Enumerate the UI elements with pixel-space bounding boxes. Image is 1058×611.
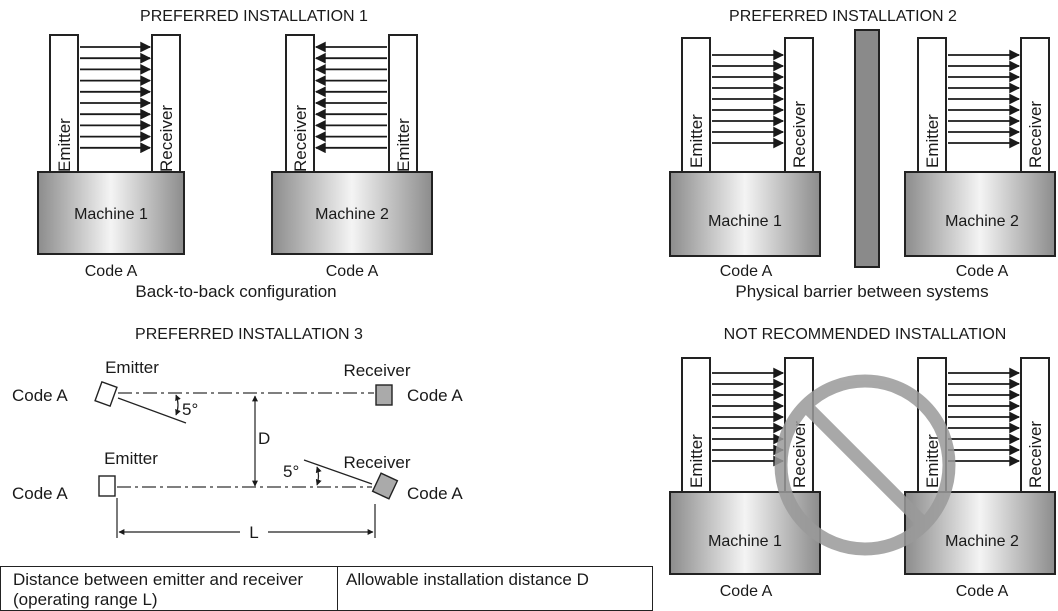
nr-left-emitter-label: Emitter <box>687 434 706 488</box>
installation-2: PREFERRED INSTALLATION 2 Emitter Receive… <box>669 8 1056 301</box>
table-header-row: Distance between emitter and receiver (o… <box>0 566 653 611</box>
inst2-right-emitter-label: Emitter <box>923 114 942 168</box>
inst3-bottom-emitter-box <box>98 475 116 497</box>
inst3-bottom-receiver-code: Code A <box>407 484 463 503</box>
inst2-left-emitter-label: Emitter <box>687 114 706 168</box>
inst3-top-emitter-label: Emitter <box>105 358 159 377</box>
inst2-right-beams <box>948 49 1021 149</box>
inst3-top-angle-arc <box>175 394 181 416</box>
inst1-right-code: Code A <box>326 263 379 280</box>
inst3-top-angle-label: 5° <box>182 400 198 419</box>
inst3-distance-d-label: D <box>258 429 270 448</box>
inst1-machine-1 <box>37 171 185 255</box>
installation-3-title: PREFERRED INSTALLATION 3 <box>135 326 363 343</box>
nr-machine-2-label: Machine 2 <box>945 533 1019 550</box>
inst3-bottom-receiver-box <box>371 472 399 500</box>
nr-right-code: Code A <box>956 583 1009 600</box>
inst3-bottom-angle-label: 5° <box>283 462 299 481</box>
inst1-left-receiver-label: Receiver <box>157 105 176 172</box>
inst2-left-receiver-bar <box>784 37 814 174</box>
nr-right-beams <box>948 367 1021 467</box>
inst1-left-emitter-label: Emitter <box>55 118 74 172</box>
inst3-top-receiver-box <box>375 384 393 406</box>
inst1-machine-2-label: Machine 2 <box>315 206 389 223</box>
inst2-left-beams <box>712 49 785 149</box>
inst1-machine-2 <box>271 171 433 255</box>
physical-barrier <box>854 29 880 268</box>
nr-left-receiver-label: Receiver <box>790 421 809 488</box>
installation-1-title: PREFERRED INSTALLATION 1 <box>140 8 368 25</box>
installation-1: PREFERRED INSTALLATION 1 Emitter Receive… <box>37 8 433 301</box>
inst3-bottom-tilted-beam <box>303 459 373 485</box>
inst3-top-receiver-label: Receiver <box>343 361 410 380</box>
inst3-top-emitter-code: Code A <box>12 386 68 405</box>
table-header-operating-range: Distance between emitter and receiver (o… <box>0 566 338 611</box>
not-recommended-installation: NOT RECOMMENDED INSTALLATION Emitter Rec… <box>669 326 1056 600</box>
inst1-right-receiver-bar <box>285 34 315 174</box>
inst3-distance-l-label: L <box>249 523 258 542</box>
nr-right-emitter-label: Emitter <box>923 434 942 488</box>
inst2-left-emitter-bar <box>681 37 711 174</box>
installation-2-caption: Physical barrier between systems <box>735 282 988 301</box>
inst3-top-receiver-code: Code A <box>407 386 463 405</box>
nr-left-code: Code A <box>720 583 773 600</box>
inst2-machine-2 <box>904 171 1056 257</box>
inst3-top-tilted-beam <box>117 397 187 424</box>
inst2-machine-2-label: Machine 2 <box>945 213 1019 230</box>
inst2-left-code: Code A <box>720 263 773 280</box>
inst1-machine-1-label: Machine 1 <box>74 206 148 223</box>
inst2-machine-1 <box>669 171 821 257</box>
installation-1-caption: Back-to-back configuration <box>135 282 336 301</box>
table-header-installation-distance: Allowable installation distance D <box>337 566 653 611</box>
inst3-top-emitter-box <box>94 380 118 408</box>
installation-3: PREFERRED INSTALLATION 3 Emitter Code A … <box>12 326 463 542</box>
inst3-bottom-emitter-label: Emitter <box>104 449 158 468</box>
inst2-right-receiver-bar <box>1020 37 1050 174</box>
nr-machine-1-label: Machine 1 <box>708 533 782 550</box>
not-recommended-title: NOT RECOMMENDED INSTALLATION <box>724 326 1007 343</box>
prohibition-icon <box>774 374 956 556</box>
distance-table: Distance between emitter and receiver (o… <box>0 566 653 611</box>
inst3-bottom-receiver-label: Receiver <box>343 453 410 472</box>
inst2-left-receiver-label: Receiver <box>790 101 809 168</box>
inst1-right-beams <box>314 41 387 154</box>
inst1-right-emitter-label: Emitter <box>394 118 413 172</box>
installation-2-title: PREFERRED INSTALLATION 2 <box>729 8 957 25</box>
inst1-left-beams <box>80 41 152 154</box>
inst2-right-emitter-bar <box>917 37 947 174</box>
inst1-left-code: Code A <box>85 263 138 280</box>
inst3-bottom-emitter-code: Code A <box>12 484 68 503</box>
nr-left-emitter-bar <box>681 357 711 494</box>
inst3-bottom-angle-arc <box>315 466 322 486</box>
nr-right-receiver-label: Receiver <box>1026 421 1045 488</box>
inst1-right-emitter-bar <box>388 34 418 174</box>
inst2-right-receiver-label: Receiver <box>1026 101 1045 168</box>
inst2-machine-1-label: Machine 1 <box>708 213 782 230</box>
inst2-right-code: Code A <box>956 263 1009 280</box>
inst1-right-receiver-label: Receiver <box>291 105 310 172</box>
nr-left-beams <box>712 367 785 467</box>
